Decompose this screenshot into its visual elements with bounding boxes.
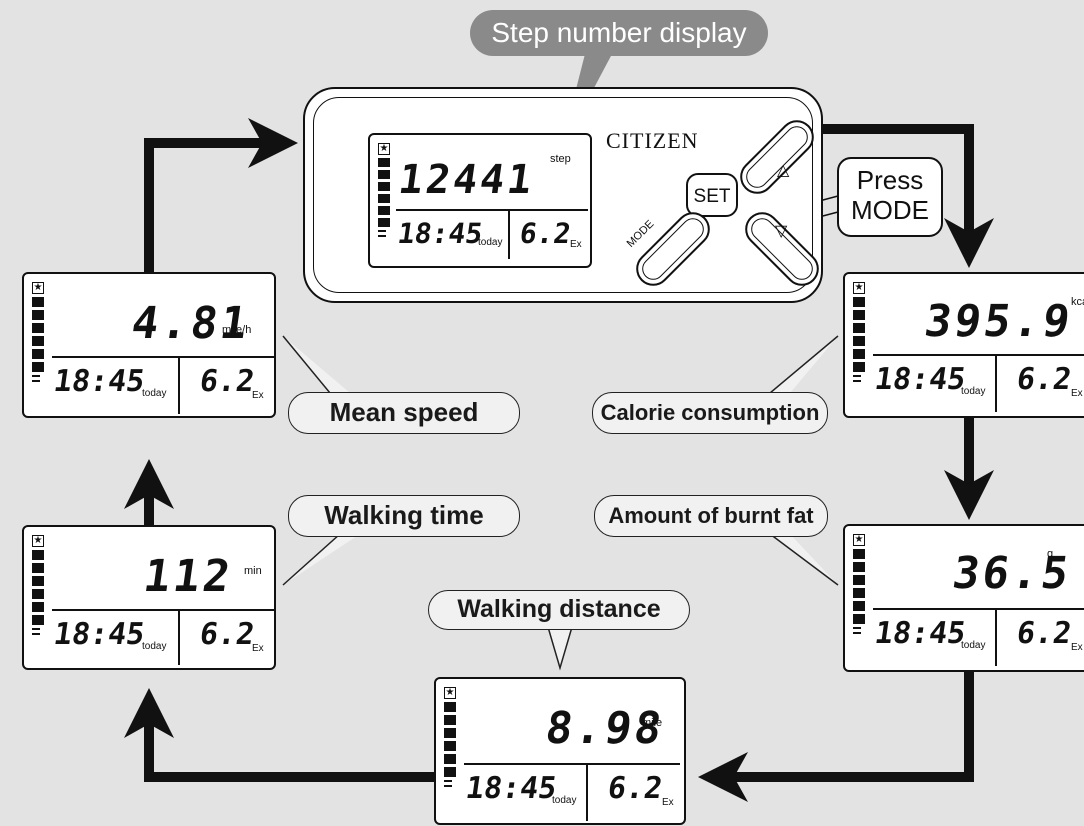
walking-distance-label: Walking distance	[428, 590, 690, 630]
mode-text: MODE	[851, 195, 929, 225]
burnt-fat-tail	[767, 533, 839, 586]
clock: 18:45	[395, 217, 485, 250]
distance-unit: mile	[642, 717, 663, 729]
brand-logo: CITIZEN	[606, 128, 699, 153]
ex-unit: Ex	[662, 797, 674, 808]
down-triangle-icon: ▽	[775, 223, 788, 240]
ex-value: 6.2	[197, 364, 257, 399]
step-number-display-title: Step number display	[470, 10, 768, 56]
calorie-value: 395.9	[921, 296, 1077, 347]
lcd-distance: ★ 8.98 mile 18:45 today 6.2 Ex	[434, 677, 686, 825]
lcd-calorie: ★ 395.9 kcal 18:45 today 6.2 Ex	[843, 272, 1084, 418]
distance-tail	[547, 626, 573, 671]
arrow-distance-to-time	[144, 723, 435, 782]
arrowhead-time	[124, 688, 174, 738]
ex-unit: Ex	[252, 390, 264, 401]
calorie-tail	[767, 335, 839, 394]
arrow-speed-to-step	[144, 138, 262, 272]
arrow-step-to-calorie	[822, 124, 974, 232]
clock: 18:45	[872, 616, 968, 651]
ex-unit: Ex	[1071, 388, 1083, 399]
walking-time-unit: min	[244, 565, 262, 577]
today-label: today	[142, 388, 167, 399]
today-label: today	[142, 641, 167, 652]
star-icon: ★	[853, 534, 865, 546]
ex-unit: Ex	[1071, 642, 1083, 653]
lcd-step: ★ 12441 step 18:45 today 6.2 Ex	[368, 133, 592, 268]
fat-unit: g	[1047, 548, 1054, 560]
press-text: Press	[856, 165, 924, 195]
ex-value: 6.2	[605, 771, 665, 806]
today-label: today	[552, 795, 577, 806]
today-label: today	[478, 237, 503, 248]
lcd-walking-time: ★ 112 min 18:45 today 6.2 Ex	[22, 525, 276, 670]
clock: 18:45	[463, 771, 559, 806]
fat-value: 36.5	[949, 548, 1075, 599]
calorie-unit: kcal	[1071, 296, 1084, 308]
step-value: 12441	[395, 157, 538, 203]
clock: 18:45	[51, 617, 147, 652]
ex-unit: Ex	[570, 239, 582, 250]
clock: 18:45	[51, 364, 147, 399]
ex-value: 6.2	[197, 617, 257, 652]
walking-time-label: Walking time	[288, 495, 520, 537]
arrowhead-speed	[124, 459, 174, 509]
arrowhead-fat	[944, 470, 994, 520]
progress-bars: ★	[378, 143, 390, 237]
arrowhead-step	[248, 118, 298, 168]
walking-time-value: 112	[140, 551, 237, 602]
ex-unit: Ex	[252, 643, 264, 654]
ex-value: 6.2	[517, 217, 573, 250]
arrow-fat-to-distance	[733, 672, 974, 782]
press-mode-callout: Press MODE	[837, 157, 943, 237]
star-icon: ★	[32, 535, 44, 547]
mean-speed-unit: mile/h	[222, 324, 252, 336]
clock: 18:45	[872, 362, 968, 397]
device-bezel	[313, 97, 813, 293]
walking-time-tail	[282, 533, 360, 586]
star-icon: ★	[32, 282, 44, 294]
arrowhead-distance	[698, 752, 748, 802]
star-icon: ★	[444, 687, 456, 699]
today-label: today	[961, 640, 986, 651]
arrowhead-calorie	[944, 218, 994, 268]
today-label: today	[961, 386, 986, 397]
ex-value: 6.2	[1014, 362, 1074, 397]
star-icon: ★	[853, 282, 865, 294]
lcd-mean-speed: ★ 4.81 mile/h 18:45 today 6.2 Ex	[22, 272, 276, 418]
up-triangle-icon: △	[777, 162, 790, 179]
step-unit: step	[550, 153, 571, 165]
calorie-consumption-label: Calorie consumption	[592, 392, 828, 434]
ex-value: 6.2	[1014, 616, 1074, 651]
mean-speed-label: Mean speed	[288, 392, 520, 434]
star-icon: ★	[378, 143, 390, 155]
burnt-fat-label: Amount of burnt fat	[594, 495, 828, 537]
set-button[interactable]: SET	[686, 173, 738, 217]
lcd-fat: ★ 36.5 g 18:45 today 6.2 Ex	[843, 524, 1084, 672]
mean-speed-tail	[282, 335, 350, 394]
